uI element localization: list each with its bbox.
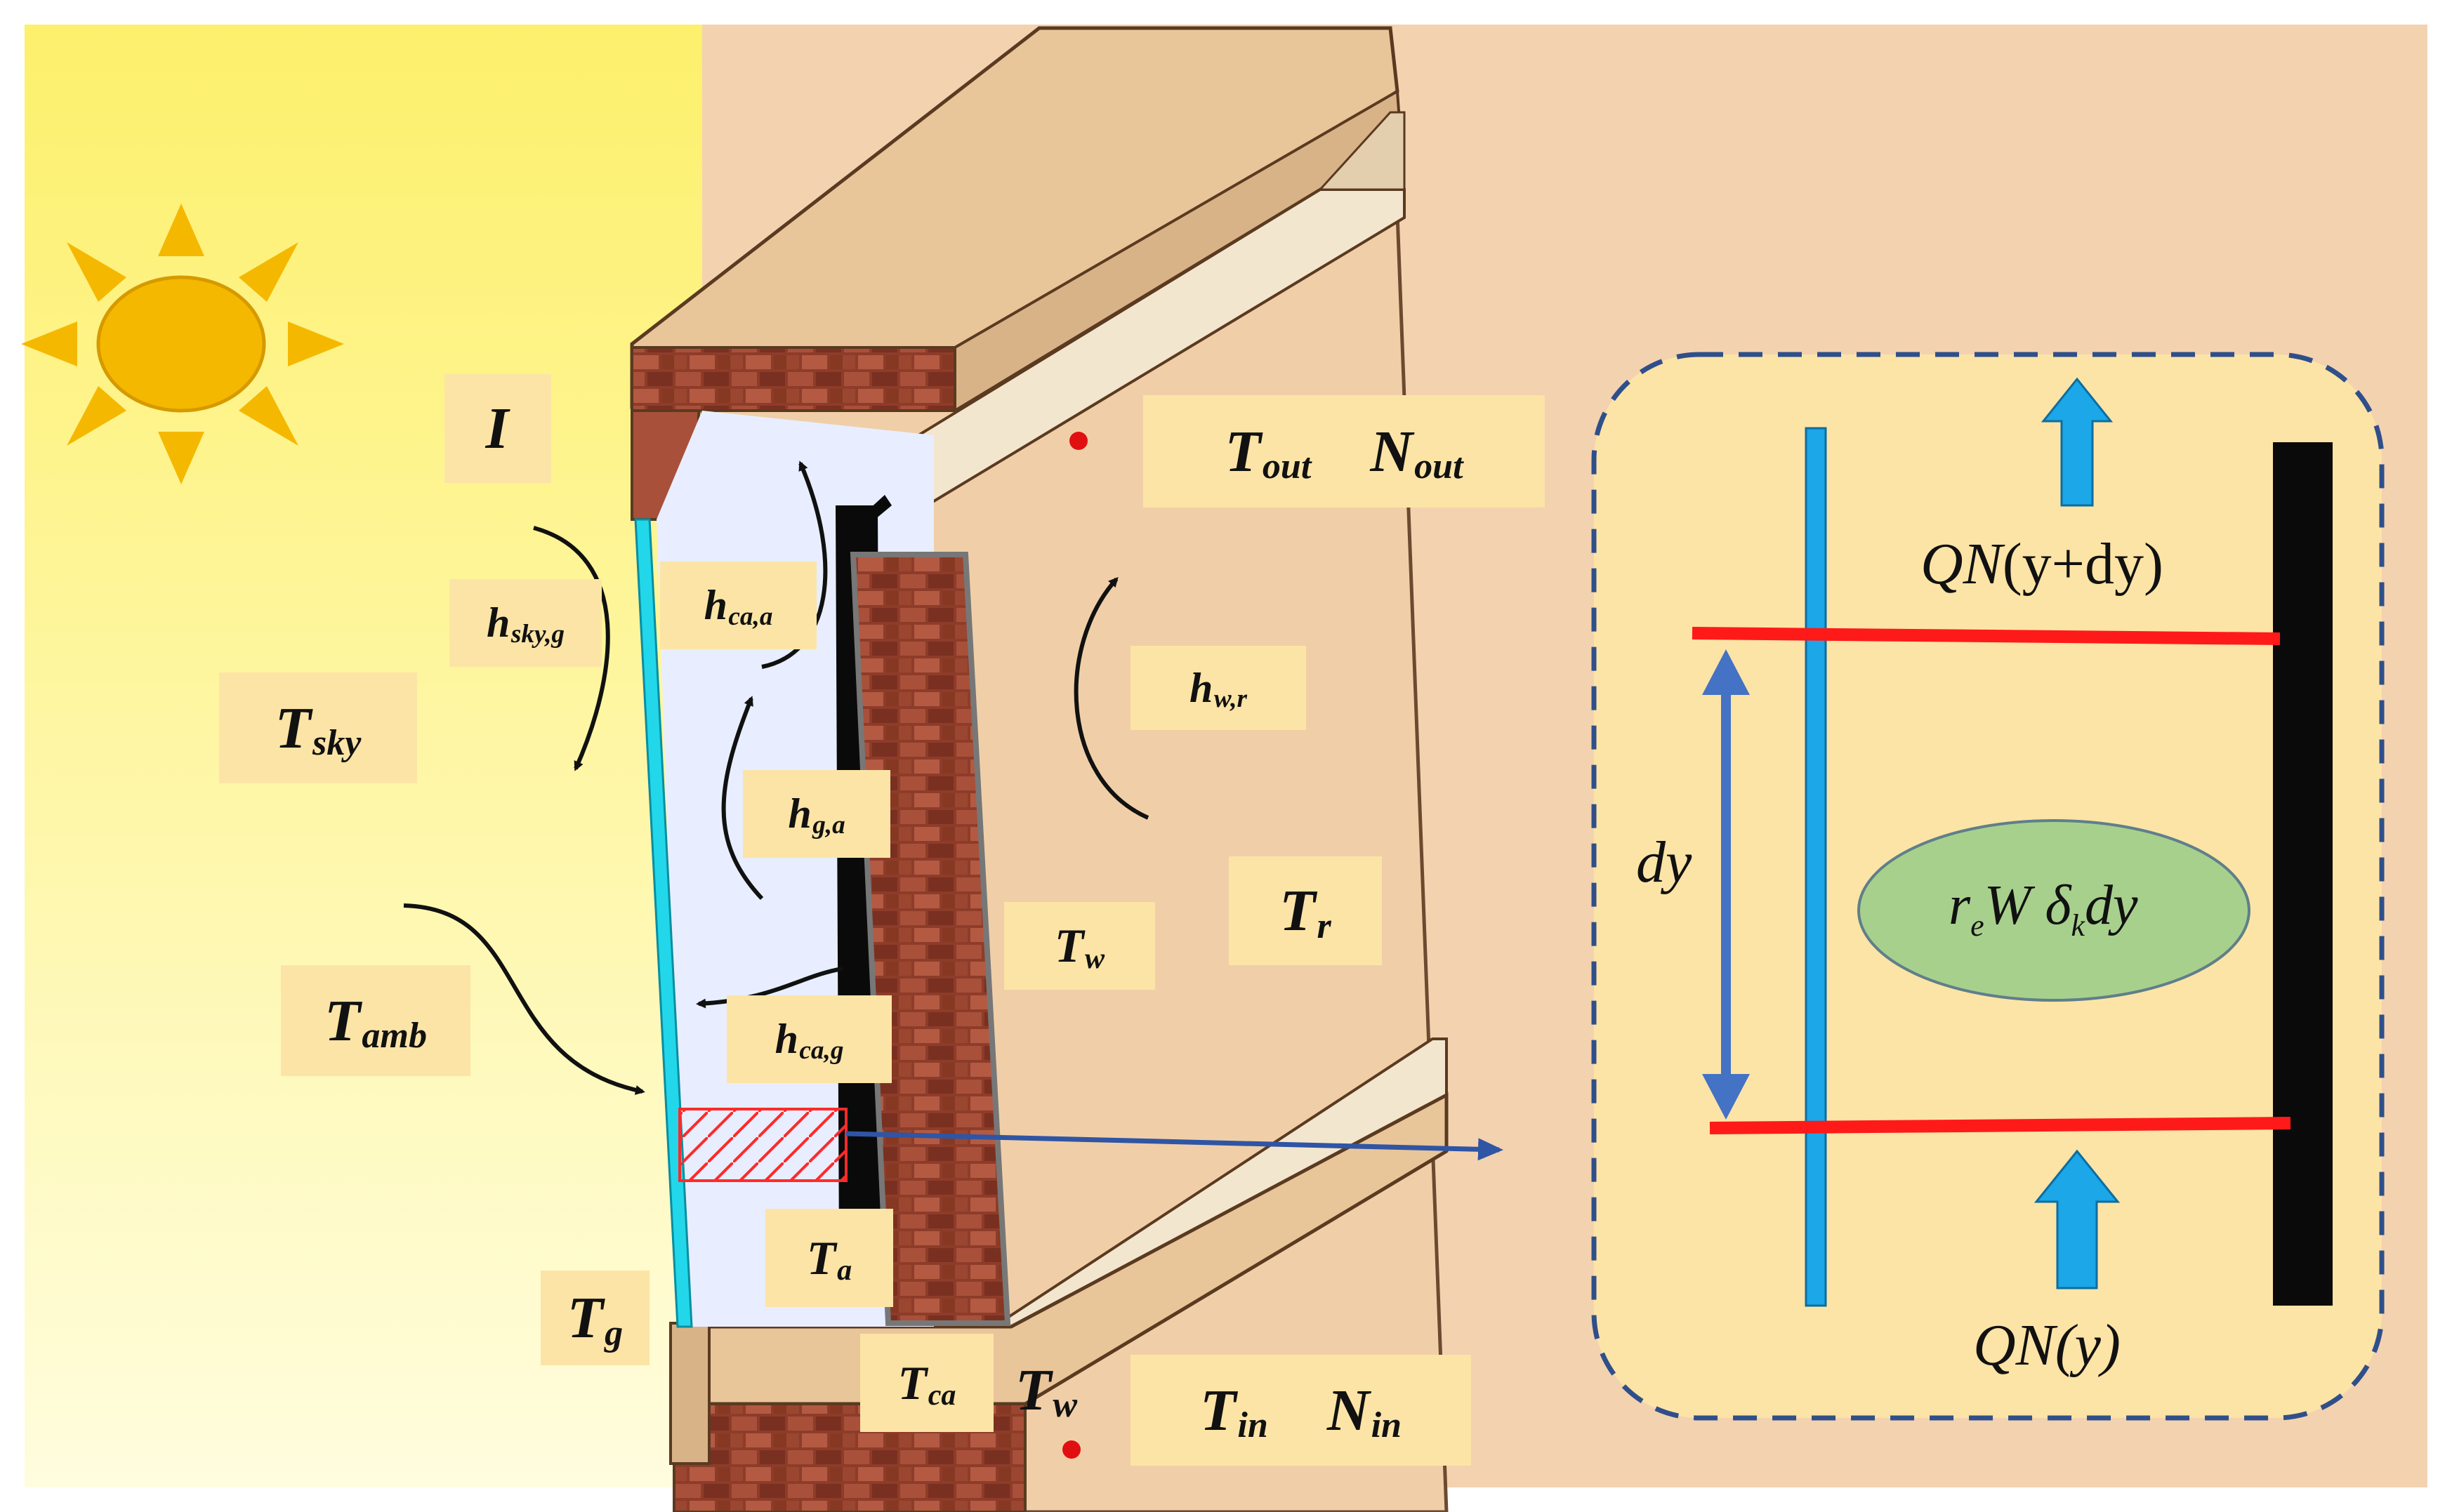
detail-absorber (2273, 442, 2333, 1306)
lower-frame-post (669, 1322, 711, 1465)
bottom-boundary-line (1709, 1117, 2291, 1134)
inlet-sensor-dot (1062, 1440, 1081, 1459)
room-upflow-arrow (1074, 577, 1149, 820)
dy-double-arrow (1702, 649, 1750, 1120)
upper-shelf-2 (1317, 111, 1406, 191)
bottom-flux-label: QN(y) (1973, 1313, 2121, 1378)
sky-radiation-arrow (533, 526, 610, 771)
ambient-convection-arrow (403, 903, 645, 1095)
cavity-upflow-arrow (761, 460, 828, 669)
label-solar-irradiance: I (444, 374, 551, 483)
control-volume-detail (1591, 352, 2385, 1421)
top-slab-brick (631, 346, 956, 412)
dy-label: dy (1636, 830, 1692, 895)
control-volume (678, 1108, 848, 1182)
top-flux-arrow (2041, 377, 2114, 507)
cavity-glass-arrow (696, 967, 843, 1009)
glass-air-arrow (721, 696, 764, 901)
sun-icon (21, 204, 344, 484)
outlet-sensor-dot (1069, 432, 1088, 450)
top-boundary-line (1692, 627, 2281, 645)
bottom-flux-arrow (2034, 1149, 2121, 1289)
source-term-label: reW δkdy (1949, 875, 2138, 943)
detail-glass (1805, 427, 1827, 1307)
detail-pointer-arrow (845, 1131, 1503, 1161)
glass-pane (634, 518, 693, 1328)
source-term-ellipse (1857, 819, 2250, 1002)
top-flux-label: QN(y+dy) (1920, 531, 2164, 597)
absorber-top (843, 495, 892, 541)
